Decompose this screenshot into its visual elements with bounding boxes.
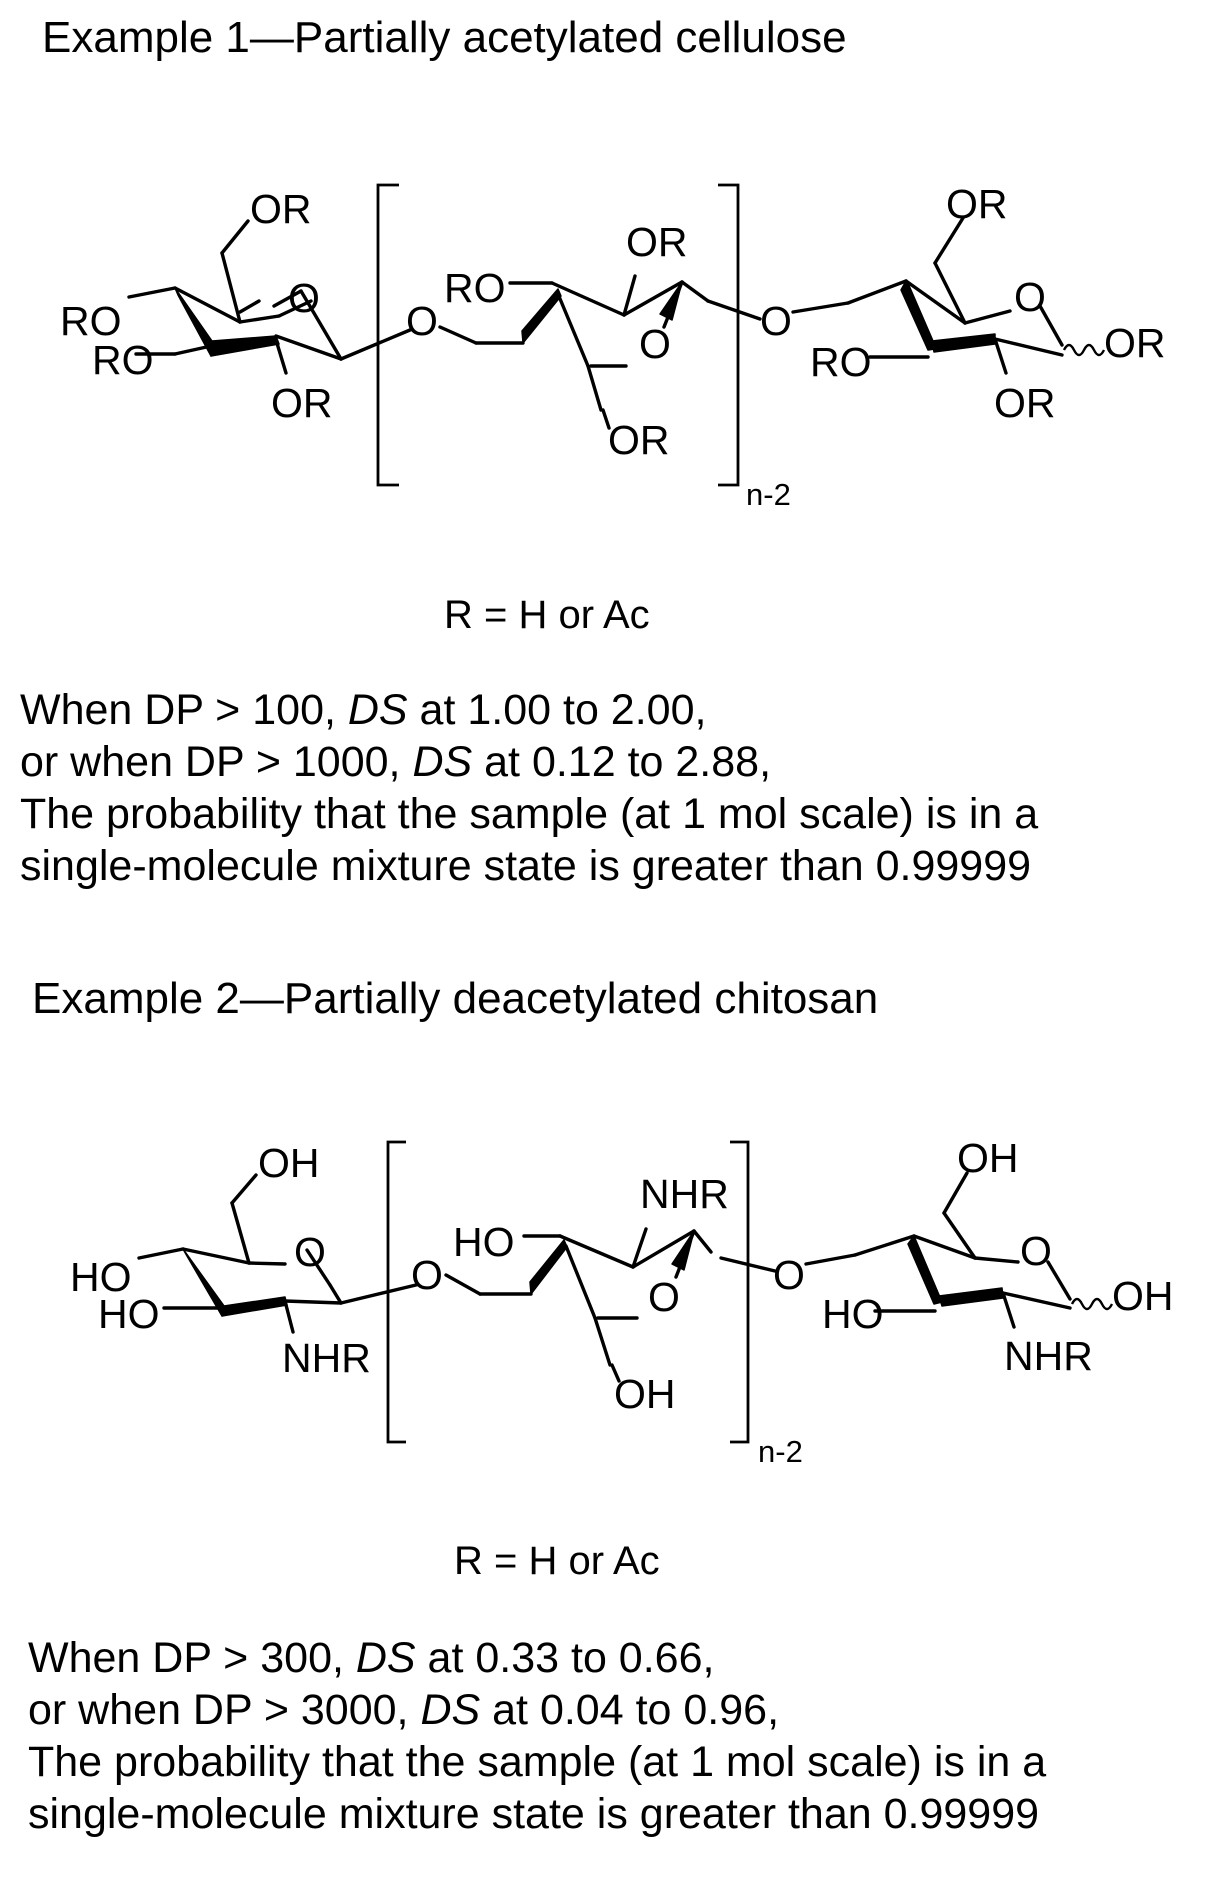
wedge-bond (900, 280, 936, 351)
atom-label: RO (60, 298, 122, 344)
condition-line: or when DP > 3000, DS at 0.04 to 0.96, (28, 1686, 779, 1734)
atom-label: NHR (1004, 1333, 1093, 1379)
atom-label: OH (1112, 1273, 1174, 1319)
example1-conditions: When DP > 100, DS at 1.00 to 2.00, or wh… (20, 686, 1038, 890)
atom-label: RO (444, 265, 506, 311)
example2-middle-ring (444, 1227, 713, 1383)
wavy-bond (1070, 1297, 1114, 1311)
r-definition: R = H or Ac (454, 1539, 660, 1583)
wedge-bond (938, 1287, 1004, 1307)
left-bracket (386, 1140, 406, 1444)
example2-right-ring (873, 1171, 1114, 1329)
example1-middle-ring (438, 274, 710, 430)
atom-label: O (639, 321, 671, 367)
wedge-bond (529, 1239, 568, 1295)
atom-label: OH (614, 1371, 676, 1417)
example1-section: Example 1—Partially acetylated cellulose (20, 13, 1166, 890)
atom-label: OR (994, 380, 1056, 426)
repeat-subscript: n-2 (758, 1434, 803, 1469)
atom-label: O (1020, 1228, 1052, 1274)
atom-label: O (294, 1229, 326, 1275)
atom-label: RO (810, 339, 872, 385)
atom-label: NHR (282, 1335, 371, 1381)
atom-label: HO (822, 1291, 884, 1337)
atom-label: O (288, 275, 320, 321)
condition-line: The probability that the sample (at 1 mo… (20, 790, 1038, 838)
wedge-bond (521, 288, 562, 344)
example2-title: Example 2—Partially deacetylated chitosa… (32, 974, 878, 1023)
atom-label: HO (98, 1291, 160, 1337)
atom-label: OR (946, 181, 1008, 227)
condition-line: When DP > 100, DS at 1.00 to 2.00, (20, 686, 706, 734)
example1-right-ring (868, 216, 1106, 375)
condition-line: single-molecule mixture state is greater… (20, 842, 1031, 890)
atom-label: OR (271, 380, 333, 426)
wedge-bond (931, 333, 996, 353)
example2-conditions: When DP > 300, DS at 0.33 to 0.66, or wh… (28, 1634, 1046, 1838)
right-bracket (730, 1140, 750, 1444)
atom-label: O (760, 298, 792, 344)
atom-label: HO (453, 1219, 515, 1265)
atom-label: O (411, 1252, 443, 1298)
example2-structure: OH HO HO O NHR O (70, 1135, 1174, 1469)
condition-line: When DP > 300, DS at 0.33 to 0.66, (28, 1634, 714, 1682)
wedge-bond (182, 1248, 225, 1317)
wedge-bond (671, 1230, 695, 1271)
atom-label: OR (626, 219, 688, 265)
atom-label: O (773, 1252, 805, 1298)
atom-label: O (648, 1274, 680, 1320)
atom-label: HO (70, 1254, 132, 1300)
left-bracket (376, 183, 399, 487)
condition-line: single-molecule mixture state is greater… (28, 1790, 1039, 1838)
example1-left-ring (127, 219, 412, 375)
atom-label: NHR (640, 1171, 729, 1217)
atom-label: OR (608, 417, 670, 463)
wedge-bond (659, 281, 683, 321)
right-bracket (718, 183, 740, 487)
atom-label: RO (92, 337, 154, 383)
wavy-bond (1062, 343, 1106, 357)
atom-label: O (406, 298, 438, 344)
wedge-bond (210, 335, 280, 357)
atom-label: OR (1104, 320, 1166, 366)
example1-title: Example 1—Partially acetylated cellulose (42, 13, 847, 62)
condition-line: or when DP > 1000, DS at 0.12 to 2.88, (20, 738, 771, 786)
example2-section: Example 2—Partially deacetylated chitosa… (28, 974, 1174, 1838)
example2-left-ring (137, 1173, 418, 1334)
wedge-bond (221, 1296, 288, 1317)
atom-label: OH (957, 1135, 1019, 1181)
condition-line: The probability that the sample (at 1 mo… (28, 1738, 1046, 1786)
r-definition: R = H or Ac (444, 593, 650, 637)
example1-structure: OR RO RO O OR O (60, 181, 1166, 512)
atom-label: OH (258, 1140, 320, 1186)
wedge-bond (907, 1235, 943, 1305)
atom-label: OR (250, 186, 312, 232)
repeat-subscript: n-2 (746, 477, 791, 512)
atom-label: O (1014, 274, 1046, 320)
